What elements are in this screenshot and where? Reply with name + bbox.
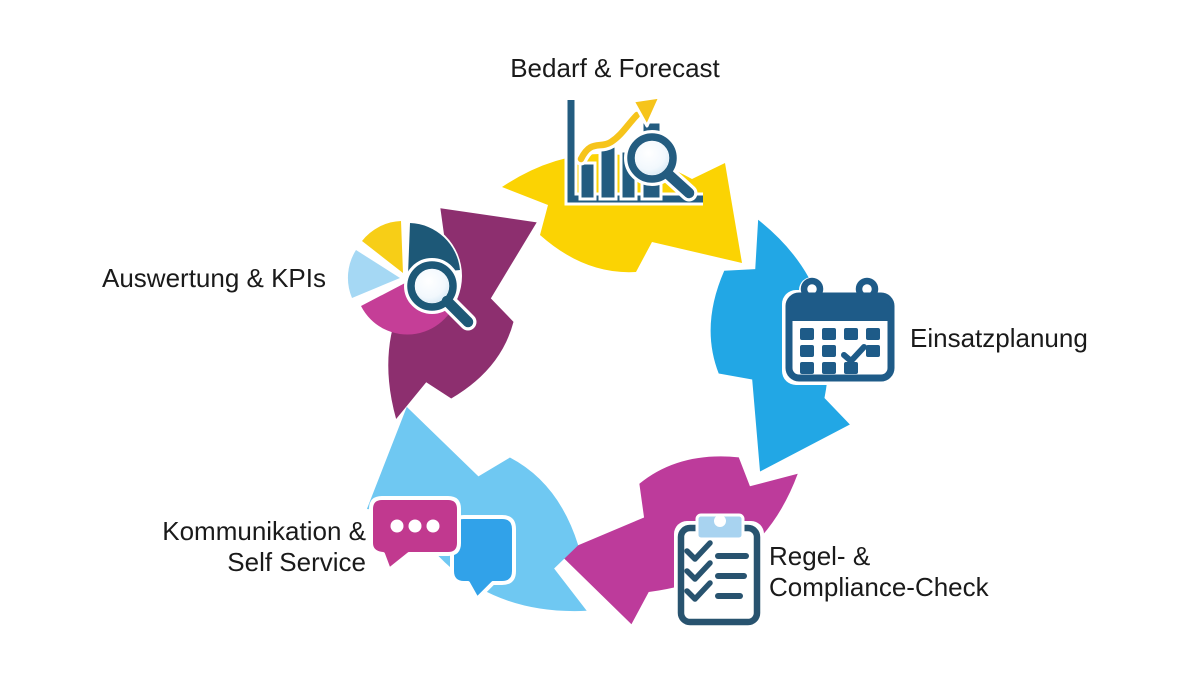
calendar-icon <box>782 277 898 385</box>
stage-label-einsatzplanung: Einsatzplanung <box>910 323 1088 353</box>
calendar-check-icon <box>841 344 867 364</box>
calendar-grid <box>800 328 880 374</box>
speech-bubbles-icon <box>369 496 516 601</box>
pie-chart-search-icon <box>347 219 477 335</box>
magnifier-icon <box>404 258 477 331</box>
chart-search-icon <box>564 95 703 206</box>
stage-label-kommunikation-self-service: Kommunikation & Self Service <box>162 516 366 577</box>
ellipsis-dots <box>390 519 440 533</box>
magnifier-icon <box>624 130 698 202</box>
stage-label-regel-compliance-check: Regel- & Compliance-Check <box>769 541 989 602</box>
stage-label-auswertung-kpis: Auswertung & KPIs <box>102 263 326 293</box>
clipboard-checklist-icon <box>674 513 764 629</box>
checklist-rows <box>684 540 749 602</box>
pie-slice-light-blue <box>347 250 400 298</box>
speech-bubble-magenta <box>369 496 461 572</box>
pie-slice-yellow <box>362 221 403 273</box>
trend-arrow-icon <box>574 95 662 166</box>
stage-label-bedarf-forecast: Bedarf & Forecast <box>510 53 720 83</box>
